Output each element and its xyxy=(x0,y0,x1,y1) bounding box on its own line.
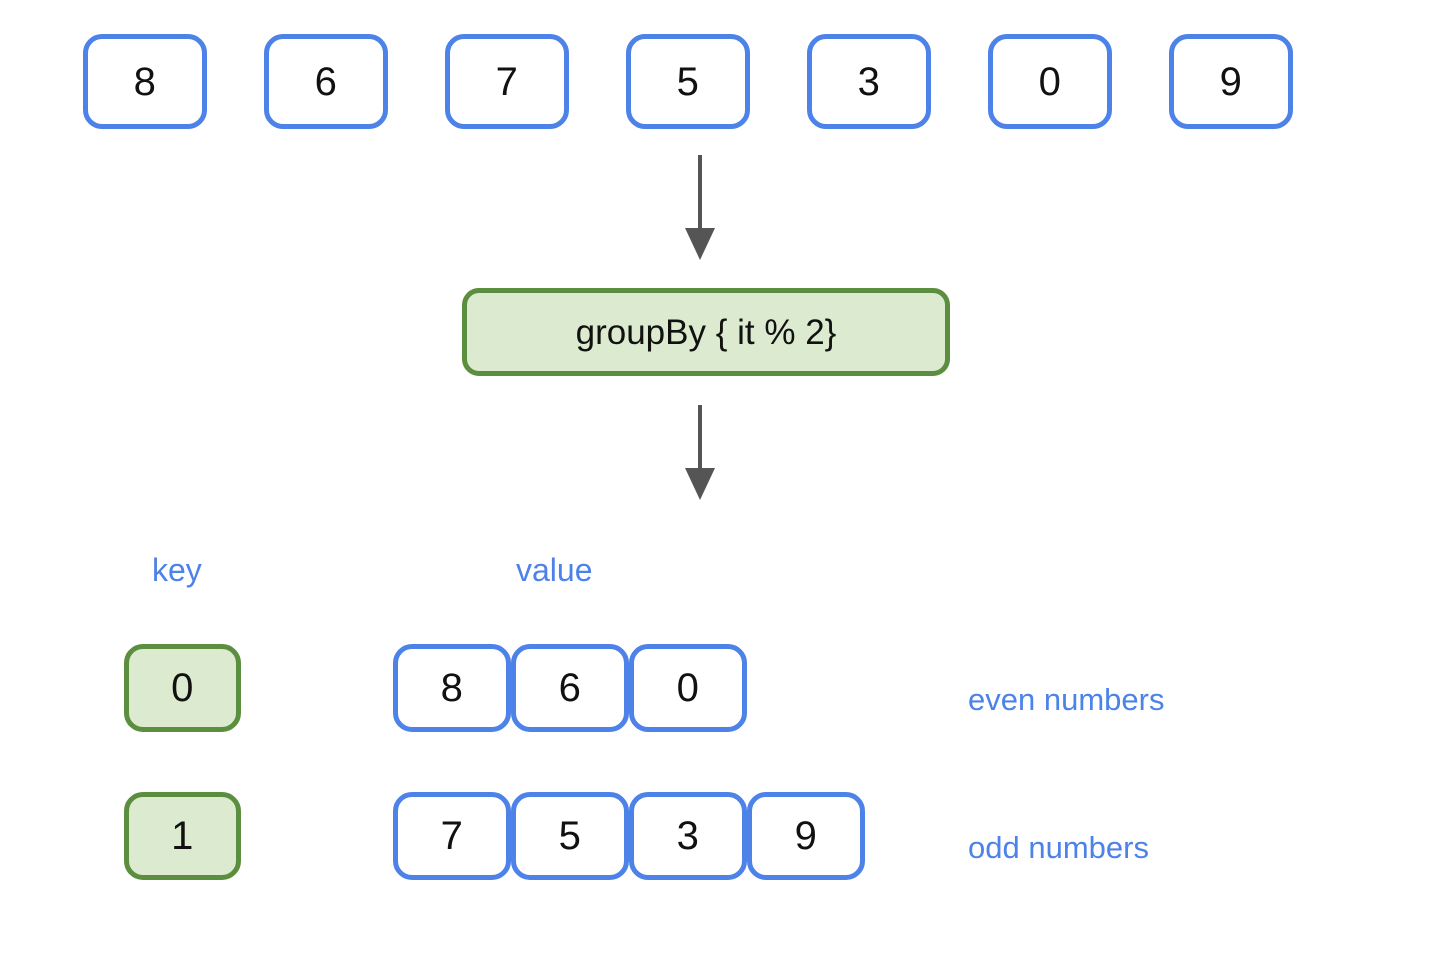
input-item-value: 5 xyxy=(676,59,700,104)
input-item-value: 3 xyxy=(857,59,881,104)
value-box-value: 9 xyxy=(794,814,818,858)
value-box: 3 xyxy=(629,792,747,880)
input-item-value: 7 xyxy=(495,59,519,104)
value-box: 0 xyxy=(629,644,747,732)
value-box-value: 8 xyxy=(440,666,464,710)
value-box-value: 0 xyxy=(676,666,700,710)
column-heading-key: key xyxy=(152,552,202,588)
input-item-value: 9 xyxy=(1219,59,1243,104)
value-box: 5 xyxy=(511,792,629,880)
input-item: 3 xyxy=(807,34,931,129)
input-item-value: 8 xyxy=(133,59,157,104)
input-item-value: 6 xyxy=(314,59,338,104)
value-box: 6 xyxy=(511,644,629,732)
group-note-even: even numbers xyxy=(968,682,1165,717)
key-box-value: 0 xyxy=(171,666,194,710)
value-group: 8 6 0 xyxy=(393,644,747,732)
input-item: 7 xyxy=(445,34,569,129)
input-item: 0 xyxy=(988,34,1112,129)
operation-box: groupBy { it % 2} xyxy=(462,288,950,376)
value-box: 9 xyxy=(747,792,865,880)
value-box-value: 7 xyxy=(440,814,464,858)
input-item: 5 xyxy=(626,34,750,129)
key-box-value: 1 xyxy=(171,814,194,858)
input-item: 6 xyxy=(264,34,388,129)
group-note-odd: odd numbers xyxy=(968,830,1149,865)
key-box: 1 xyxy=(124,792,241,880)
input-item: 8 xyxy=(83,34,207,129)
value-group: 7 5 3 9 xyxy=(393,792,865,880)
input-item-value: 0 xyxy=(1038,59,1062,104)
value-box-value: 3 xyxy=(676,814,700,858)
key-box: 0 xyxy=(124,644,241,732)
value-box: 8 xyxy=(393,644,511,732)
column-heading-value: value xyxy=(516,552,593,588)
operation-label: groupBy { it % 2} xyxy=(575,312,837,352)
arrow-down-icon xyxy=(685,405,715,500)
arrow-down-icon xyxy=(685,155,715,260)
input-item: 9 xyxy=(1169,34,1293,129)
value-box-value: 6 xyxy=(558,666,582,710)
value-box: 7 xyxy=(393,792,511,880)
value-box-value: 5 xyxy=(558,814,582,858)
